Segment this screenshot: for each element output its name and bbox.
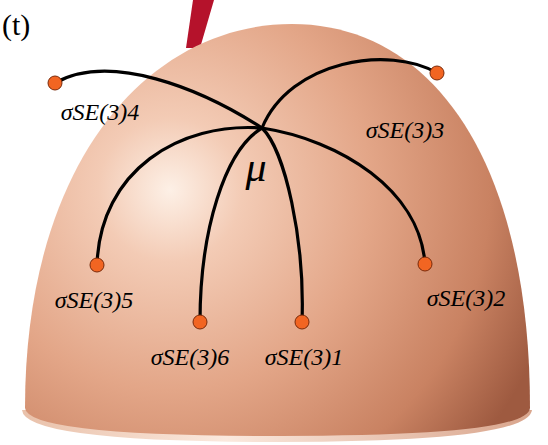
geodesics bbox=[55, 60, 437, 322]
point-label: σSE(3)3 bbox=[366, 118, 444, 142]
sample-dot bbox=[295, 315, 309, 329]
time-label: (t) bbox=[2, 10, 30, 40]
dome bbox=[25, 24, 530, 436]
geodesic bbox=[97, 127, 262, 265]
sample-dot bbox=[90, 258, 104, 272]
sample-dot bbox=[430, 66, 444, 80]
point-label: σSE(3)6 bbox=[151, 345, 229, 369]
point-label: σSE(3)1 bbox=[265, 345, 343, 369]
sample-points bbox=[48, 66, 444, 329]
mean-label: μ bbox=[245, 146, 266, 188]
geodesic bbox=[55, 71, 262, 128]
geodesic bbox=[262, 128, 425, 264]
point-label: σSE(3)5 bbox=[55, 288, 133, 312]
sample-dot bbox=[193, 315, 207, 329]
geodesic bbox=[262, 128, 302, 322]
sample-dot bbox=[418, 257, 432, 271]
sample-dot bbox=[48, 76, 62, 90]
point-label: σSE(3)4 bbox=[61, 100, 139, 124]
point-label: σSE(3)2 bbox=[427, 286, 505, 310]
